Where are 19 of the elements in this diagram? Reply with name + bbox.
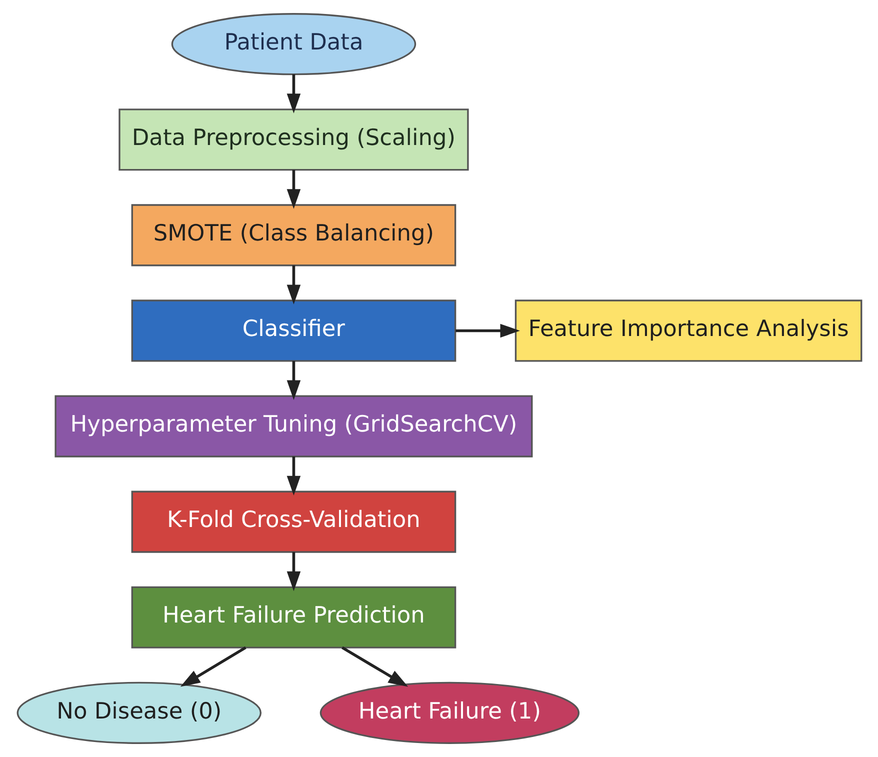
arrow: [286, 456, 300, 496]
arrow: [286, 265, 300, 304]
arrow: [286, 552, 300, 592]
node-ellipse: Heart Failure (1): [319, 682, 580, 744]
node-box: Classifier: [130, 300, 456, 362]
node-box: Data Preprocessing (Scaling): [118, 108, 468, 171]
node-ellipse: Patient Data: [170, 13, 416, 76]
arrow: [455, 324, 520, 338]
node-box: Hyperparameter Tuning (GridSearchCV): [54, 395, 532, 458]
node-box: Feature Importance Analysis: [514, 300, 862, 362]
node-ellipse: No Disease (0): [16, 682, 262, 744]
arrow: [286, 360, 300, 400]
node-box: Heart Failure Prediction: [130, 586, 456, 648]
node-box: K-Fold Cross-Validation: [130, 490, 456, 553]
node-box: SMOTE (Class Balancing): [130, 204, 456, 266]
arrow: [286, 170, 300, 209]
arrow: [286, 74, 300, 114]
arrow: [180, 646, 246, 687]
arrow: [341, 646, 408, 687]
